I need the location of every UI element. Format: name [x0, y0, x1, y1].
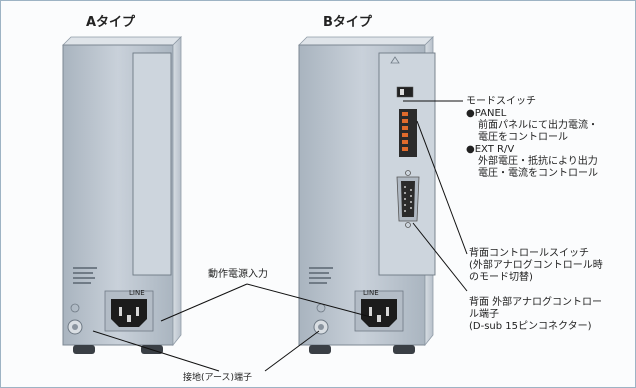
- label-ext-desc-2: 電圧・電流をコントロール: [478, 168, 598, 179]
- leader-power-a: [160, 283, 248, 322]
- leader-rear-terminal: [412, 222, 468, 292]
- unit-b: [298, 36, 436, 354]
- label-rear-switch-1: 背面コントロールスイッチ: [469, 248, 589, 259]
- label-mode-switch: モードスイッチ: [466, 96, 536, 107]
- label-power-input: 動作電源入力: [208, 269, 268, 280]
- leader-ground-a: [92, 330, 220, 372]
- label-rear-terminal-2: ル端子: [469, 309, 499, 320]
- label-panel-desc-1: 前面パネルにて出力電流・: [478, 120, 598, 131]
- label-ext-title: ●EXT R/V: [466, 144, 515, 155]
- unit-a: [62, 36, 182, 354]
- type-a-label: Aタイプ: [86, 15, 136, 30]
- label-rear-terminal-1: 背面 外部アナログコントロー: [469, 297, 602, 308]
- label-rear-terminal-3: (D-sub 15ピンコネクター): [469, 321, 592, 332]
- line-marking-b: LINE: [363, 289, 379, 297]
- label-ext-desc-1: 外部電圧・抵抗により出力: [478, 156, 598, 167]
- leader-ground-b: [264, 330, 320, 372]
- label-rear-switch-3: のモード切替): [469, 272, 533, 283]
- label-panel-desc-2: 電圧をコントロール: [478, 132, 568, 143]
- label-panel-title: ●PANEL: [466, 108, 507, 119]
- line-marking-a: LINE: [129, 289, 145, 297]
- leader-rear-switch: [416, 120, 468, 255]
- label-ground-terminal: 接地(アース)端子: [183, 373, 253, 383]
- label-rear-switch-2: (外部アナログコントロール時: [469, 260, 603, 271]
- leader-lines: [92, 100, 468, 372]
- type-b-label: Bタイプ: [323, 15, 372, 30]
- leader-power-b: [246, 283, 372, 318]
